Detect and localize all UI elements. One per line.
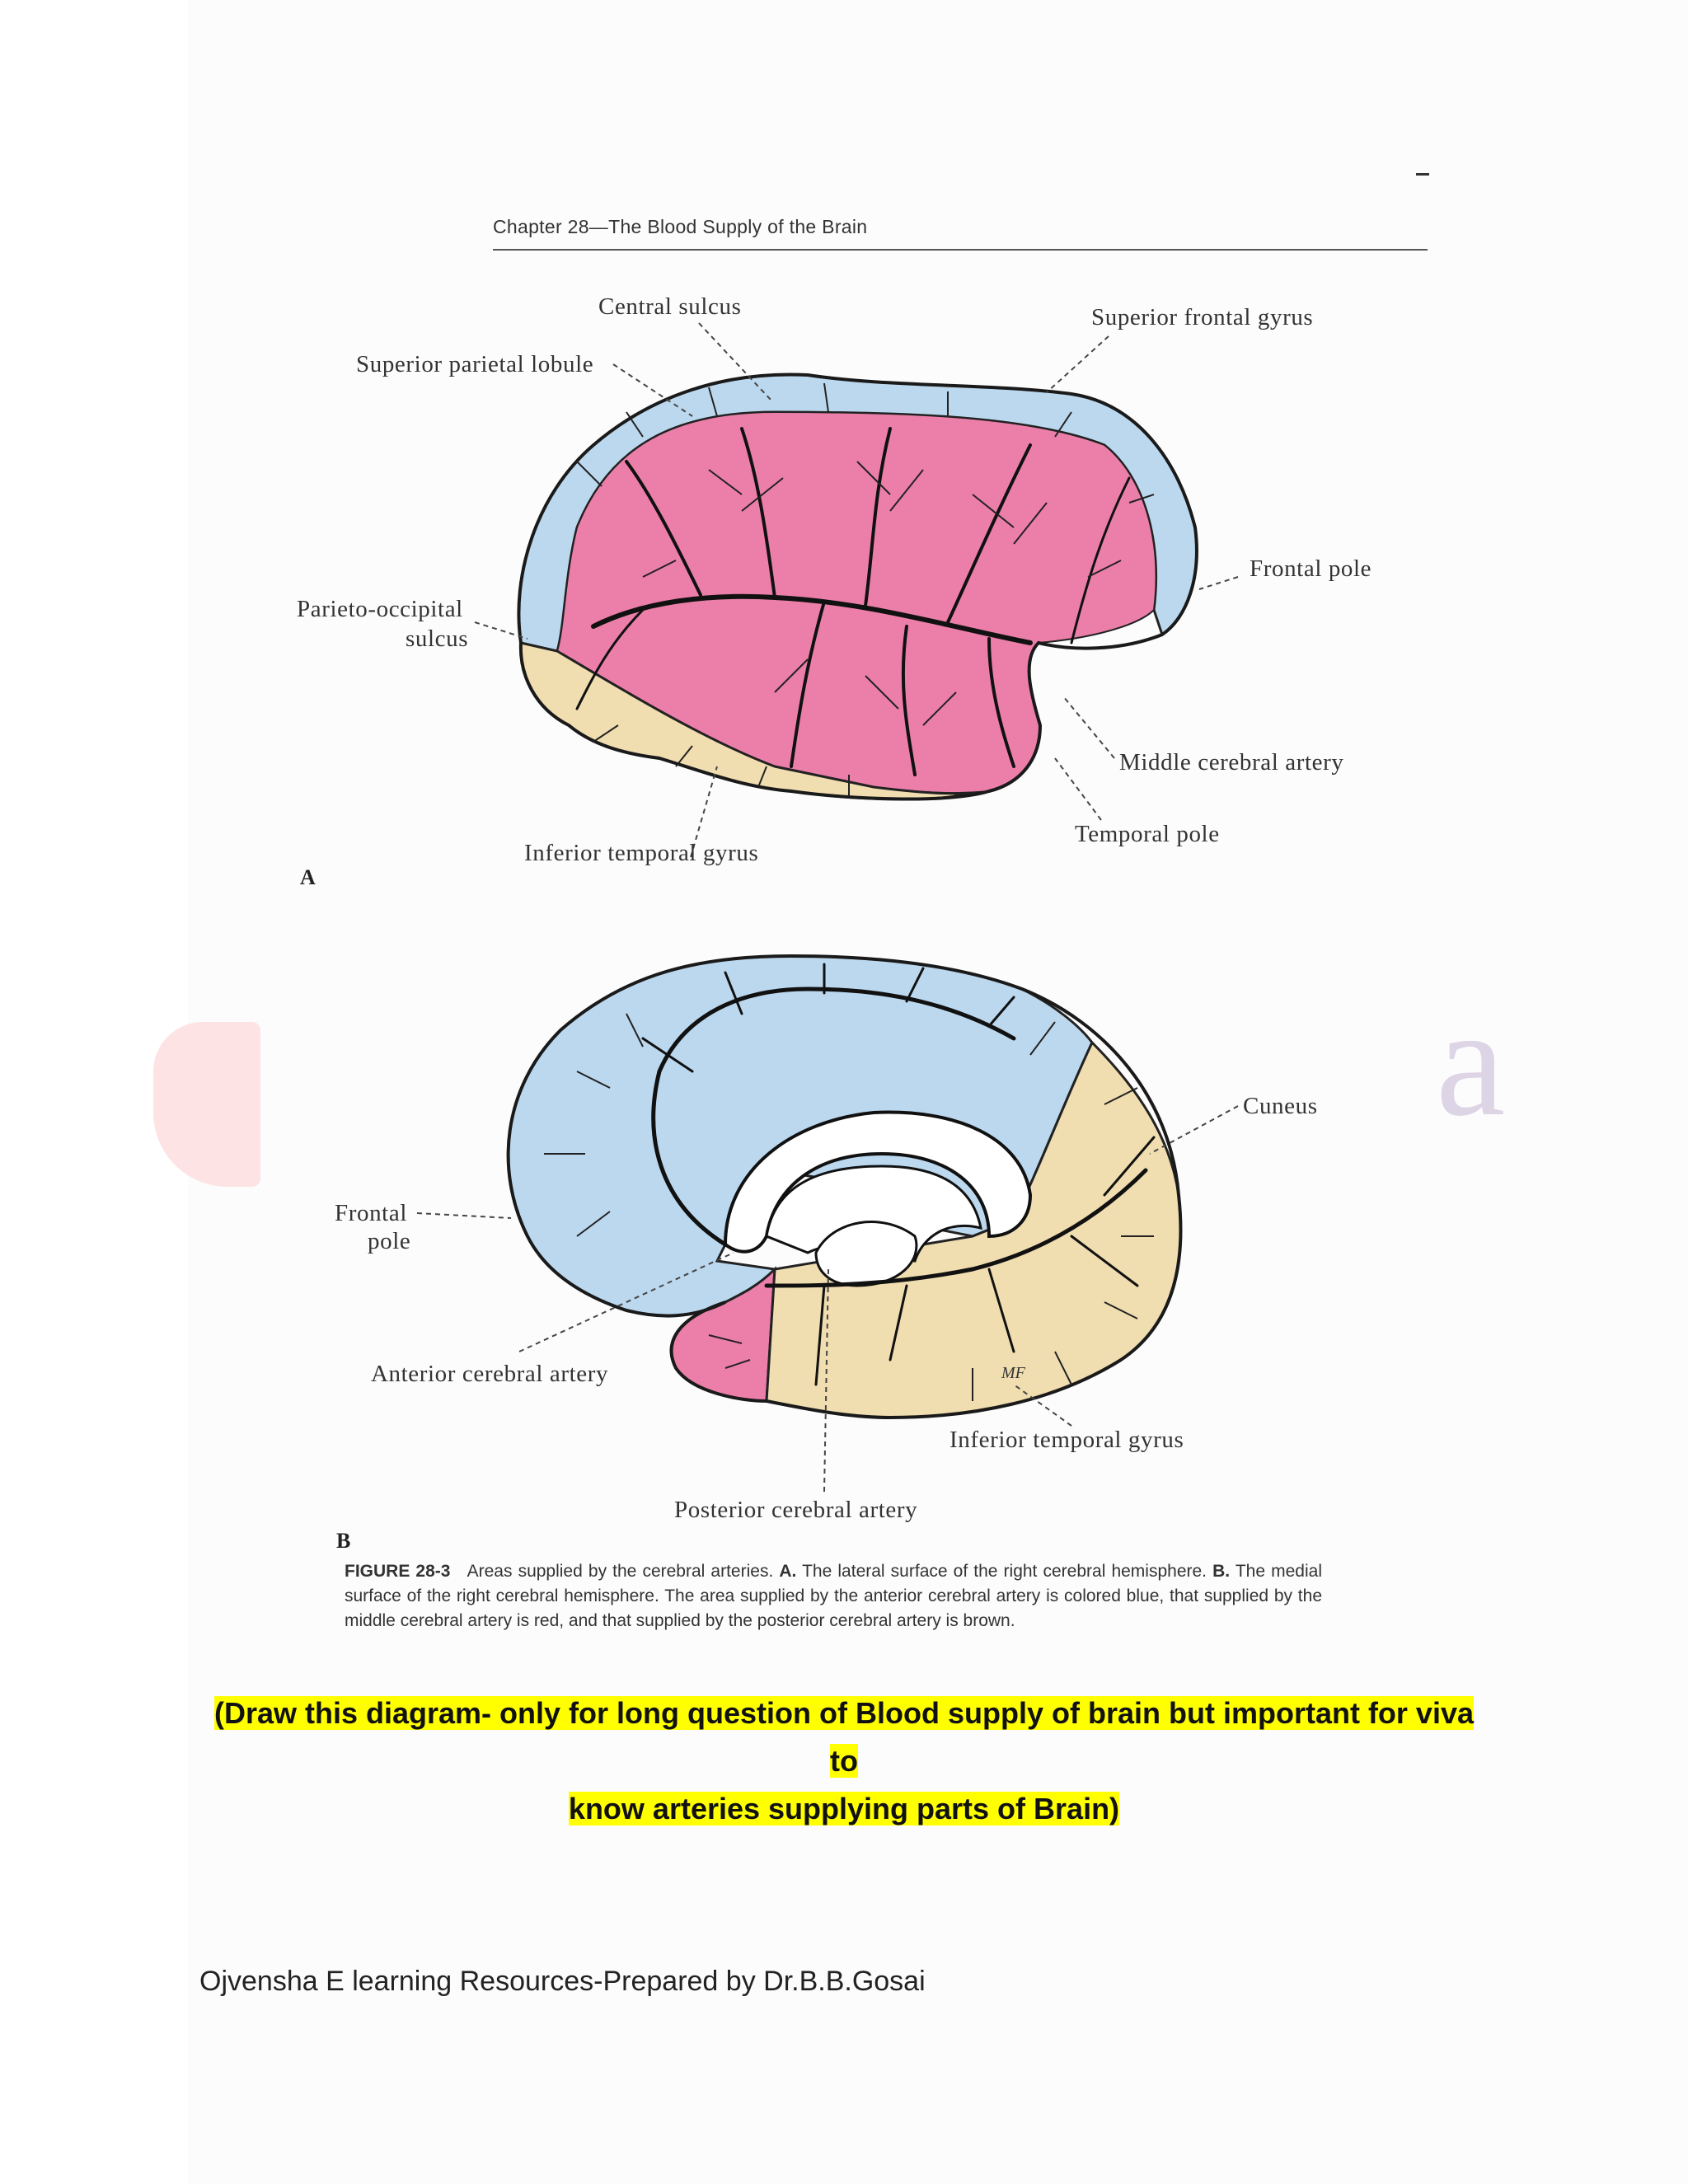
label-central-sulcus: Central sulcus: [598, 293, 742, 320]
figure-caption: FIGURE 28-3 Areas supplied by the cerebr…: [345, 1559, 1322, 1633]
page-footer: Ojvensha E learning Resources-Prepared b…: [199, 1966, 926, 1997]
medial-artery-branches: [641, 963, 1156, 1386]
label-posterior-cerebral-artery: Posterior cerebral artery: [674, 1497, 918, 1523]
label-frontal-pole-b-line2: pole: [368, 1228, 411, 1254]
chapter-header: Chapter 28—The Blood Supply of the Brain: [493, 216, 868, 237]
label-middle-cerebral-artery: Middle cerebral artery: [1119, 749, 1344, 776]
label-temporal-pole: Temporal pole: [1075, 821, 1220, 847]
caption-figure-label: FIGURE 28-3: [345, 1562, 451, 1581]
lateral-hemisphere: [517, 373, 1198, 801]
caption-part3: The medial surface of the right cerebral…: [345, 1562, 1322, 1630]
medial-outline: [506, 954, 1183, 1420]
study-note-line1: (Draw this diagram- only for long questi…: [213, 1696, 1474, 1778]
label-frontal-pole-a: Frontal pole: [1250, 555, 1372, 582]
panel-a-leaders: [474, 322, 1239, 858]
label-superior-parietal-lobule: Superior parietal lobule: [356, 351, 594, 377]
caption-part1: Areas supplied by the cerebral arteries.: [467, 1562, 774, 1581]
label-cuneus: Cuneus: [1243, 1093, 1318, 1119]
panel-a-letter: A: [300, 865, 316, 889]
label-frontal-pole-b-line1: Frontal: [335, 1200, 407, 1226]
label-anterior-cerebral-artery: Anterior cerebral artery: [371, 1361, 609, 1387]
lateral-fine-vessels: [576, 382, 1155, 795]
watermark-shape: [153, 1022, 260, 1187]
panel-b-letter: B: [336, 1529, 351, 1553]
label-superior-frontal-gyrus: Superior frontal gyrus: [1091, 304, 1314, 330]
corpus-callosum: [723, 1110, 1033, 1254]
panel-b-leaders: [416, 1105, 1239, 1493]
medial-fine-vessels: [544, 1013, 1154, 1401]
header-rule: [493, 249, 1428, 251]
lateral-outline: [517, 373, 1198, 801]
artist-initials: MF: [1001, 1364, 1026, 1382]
caption-a-marker: A.: [779, 1562, 797, 1581]
thalamus: [814, 1221, 918, 1287]
watermark-letter: a: [1436, 976, 1506, 1149]
label-parieto-occipital-line1: Parieto-occipital: [297, 596, 463, 622]
label-inferior-temporal-gyrus-b: Inferior temporal gyrus: [950, 1427, 1184, 1453]
page-mark: [1416, 173, 1429, 176]
caption-part2: The lateral surface of the right cerebra…: [802, 1562, 1207, 1581]
label-inferior-temporal-gyrus-a: Inferior temporal gyrus: [524, 840, 759, 866]
study-note: (Draw this diagram- only for long questi…: [198, 1690, 1490, 1833]
medial-hemisphere: MF: [506, 954, 1183, 1420]
label-parieto-occipital-line2: sulcus: [406, 626, 469, 652]
caption-b-marker: B.: [1212, 1562, 1231, 1581]
middle-cerebral-branches: [575, 427, 1131, 776]
study-note-line2: know arteries supplying parts of Brain): [568, 1792, 1120, 1825]
